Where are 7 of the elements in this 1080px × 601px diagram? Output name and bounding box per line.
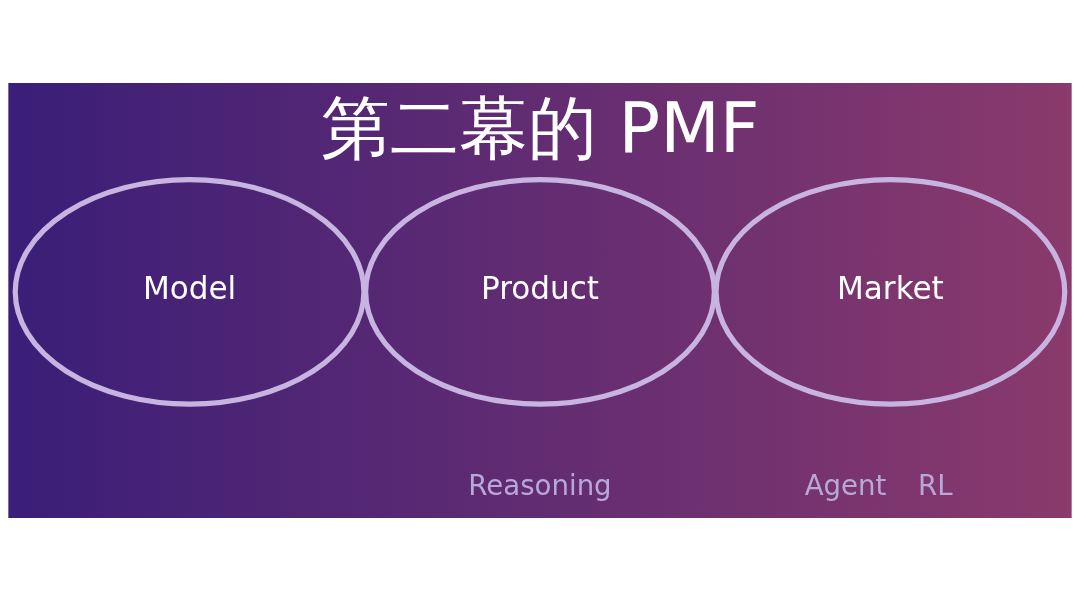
label: Agent	[804, 469, 887, 503]
node-ellipse: Market	[713, 177, 1068, 407]
node-ellipse: Product	[363, 177, 717, 407]
label: Reasoning	[468, 469, 612, 503]
label: RL	[918, 469, 953, 503]
diagram-title: 第二幕的 PMF	[320, 88, 760, 169]
node-ellipse: Model	[12, 177, 367, 407]
